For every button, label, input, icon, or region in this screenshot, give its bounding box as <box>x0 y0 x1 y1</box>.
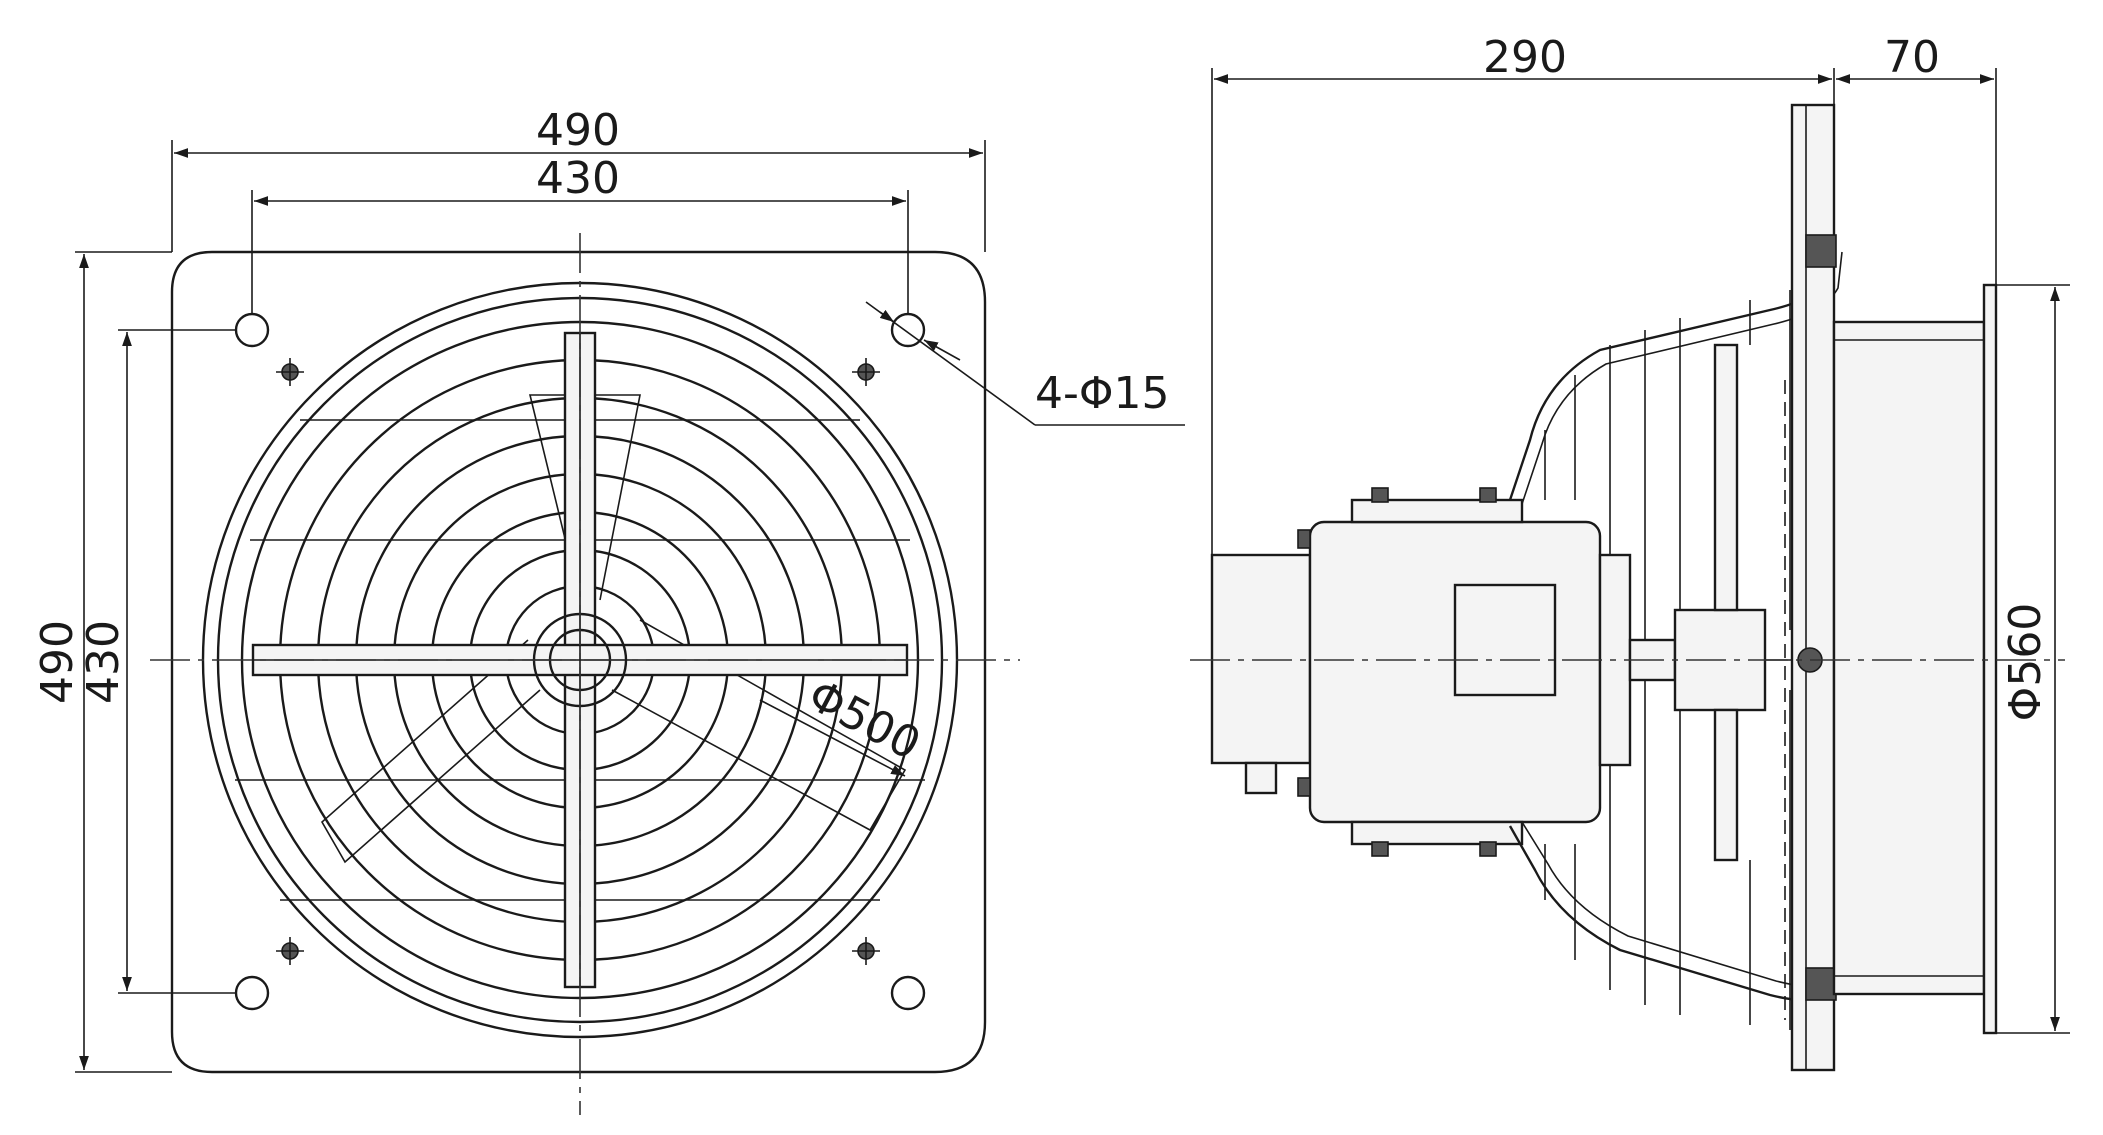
rear-guard-wires <box>1544 290 1791 1030</box>
guard-diameter-leader <box>759 699 906 777</box>
motor-bolts <box>1297 487 1497 857</box>
dim-width-outer: 490 <box>536 105 620 156</box>
hole-spec-label: 4-Φ15 <box>1035 368 1170 419</box>
mounting-plate <box>170 250 987 1074</box>
hole-leader-line <box>865 301 1036 426</box>
dim-housing-diameter: Φ560 <box>2000 603 2051 722</box>
housing-front-rim <box>1982 283 1998 1035</box>
terminal-box <box>1210 553 1312 765</box>
dim-height-holes: 430 <box>78 620 129 704</box>
cable-gland <box>1244 761 1278 795</box>
motor-nameplate <box>1453 583 1557 697</box>
mounting-hole-top-left <box>234 312 270 348</box>
dim-depth-front: 70 <box>1884 32 1940 83</box>
impeller-blade-upper <box>1713 343 1739 612</box>
mounting-hole-bottom-left <box>234 975 270 1011</box>
mounting-hole-bottom-right <box>890 975 926 1011</box>
lower-support-bracket <box>1508 825 1821 1002</box>
fan-housing <box>1832 320 1986 996</box>
side-view: 290 70 Φ560 <box>1190 32 2070 1072</box>
impeller-blade-lower <box>1713 708 1739 862</box>
motor-bottom-cap <box>1350 820 1524 846</box>
front-view: 490 430 490 430 4-Φ15 Φ500 <box>32 105 1185 1115</box>
screw-markers <box>276 358 880 965</box>
upper-support-bracket <box>1508 249 1832 501</box>
flange-bolts <box>1797 234 1837 1001</box>
dim-depth-body: 290 <box>1483 32 1567 83</box>
dim-width-holes: 430 <box>536 153 620 204</box>
motor-top-cap <box>1350 498 1524 524</box>
dim-height-outer: 490 <box>32 620 83 704</box>
